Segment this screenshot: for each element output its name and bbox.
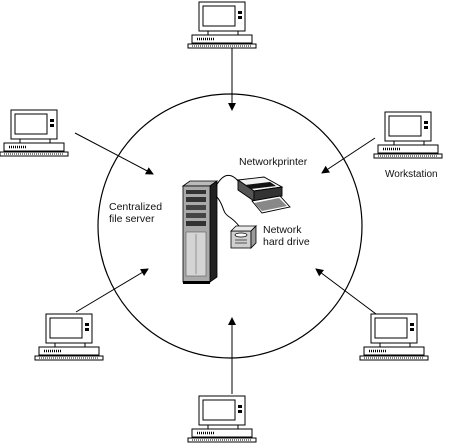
workstation-lower-right-icon [358,312,430,362]
connection-arrow-upper-right [321,137,376,174]
network-printer-icon [236,176,291,214]
network-ring [97,93,363,359]
drive-label-line1: Network [263,224,302,236]
server-label-line1: Centralized [109,201,163,213]
network-hard-drive-icon [230,225,257,249]
workstation-upper-left-icon [0,108,70,158]
file-server-icon [181,180,219,284]
drive-label-line2: hard drive [263,236,310,248]
connection-arrow-upper-left [74,132,154,175]
workstation-bottom-icon [186,394,258,443]
workstation-top-icon [186,0,258,50]
workstation-label: Workstation [385,169,438,180]
connection-arrow-lower-right [315,268,377,315]
server-label-line2: file server [109,213,155,225]
printer-label: Networkprinter [239,156,308,168]
workstation-lower-left-icon [33,312,105,362]
connection-arrow-lower-left [75,268,149,313]
workstation-upper-right-icon [372,110,444,160]
